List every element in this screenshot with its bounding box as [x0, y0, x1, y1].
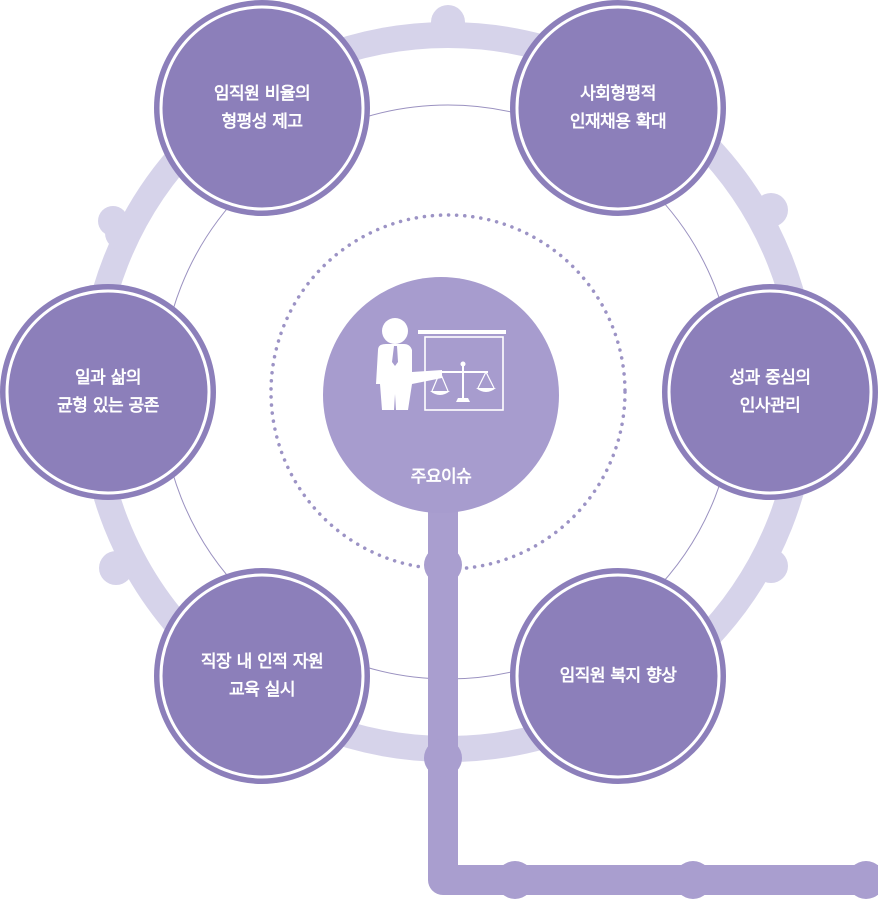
node-circle-top-right [510, 0, 726, 216]
node-label-mid-right: 성과 중심의 인사관리 [729, 368, 811, 416]
center-circle [323, 277, 559, 513]
flow-path-beads [424, 546, 878, 899]
dotted-ring [269, 213, 627, 571]
node-circles [0, 0, 878, 784]
node-label-bottom-right: 임직원 복지 향상 [559, 666, 677, 686]
node-circle-bottom-left [154, 568, 370, 784]
node-label-bottom-left: 직장 내 인적 자원 교육 실시 [200, 652, 324, 700]
node-circle-bottom-right [510, 568, 726, 784]
node-label-top-left: 임직원 비율의 형평성 제고 [213, 84, 311, 132]
node-circle-mid-right [662, 284, 878, 500]
center-label: 주요이슈 [410, 467, 472, 487]
node-circle-mid-left [0, 284, 216, 500]
flow-path [428, 480, 878, 895]
node-label-top-right: 사회형평적 인재채용 확대 [569, 84, 667, 132]
presenter-with-scales-icon [376, 318, 506, 411]
outer-ring-beads [98, 5, 788, 585]
node-label-mid-left: 일과 삶의 균형 있는 공존 [57, 368, 159, 416]
node-circle-top-left [154, 0, 370, 216]
